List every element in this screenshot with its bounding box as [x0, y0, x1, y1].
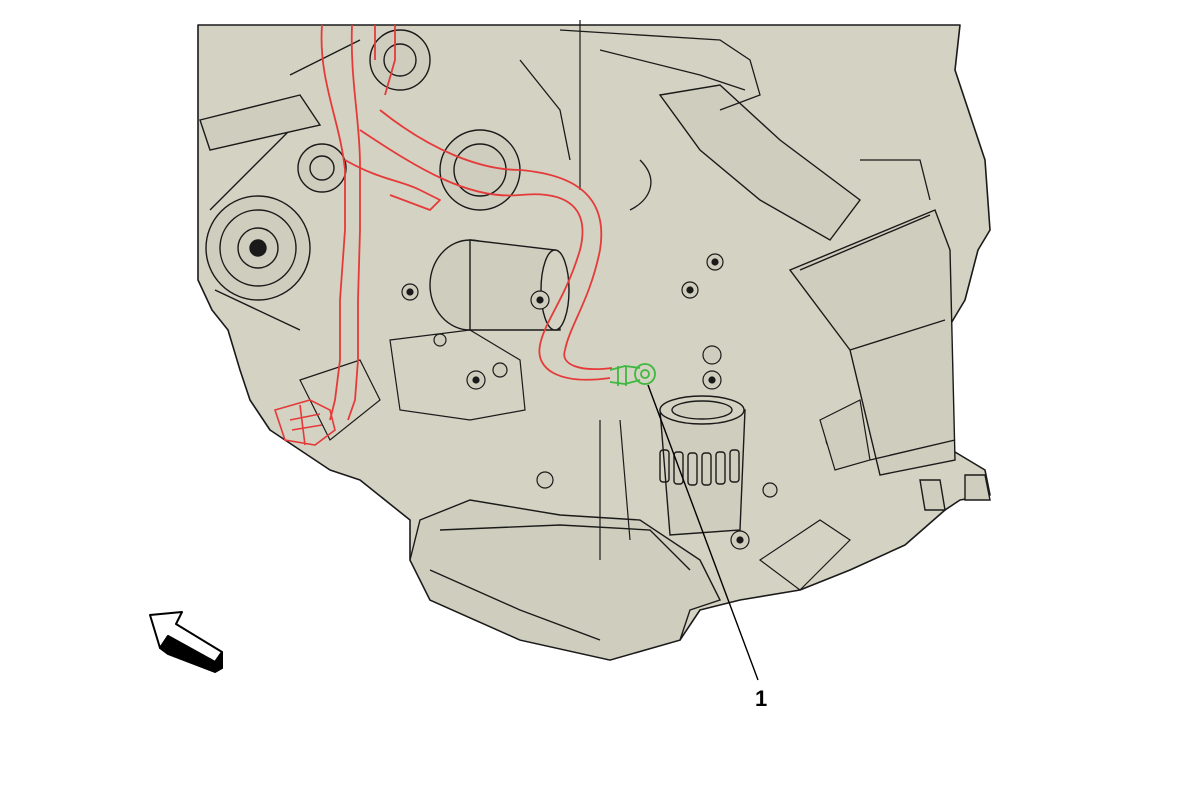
oil-filter: [659, 395, 746, 536]
starter-motor: [429, 239, 570, 331]
pulley-assembly: [199, 29, 521, 331]
upper-lines: [519, 29, 931, 211]
exhaust-manifold: [658, 84, 991, 511]
forward-arrow-icon: [149, 611, 223, 673]
harness-connector: [273, 399, 336, 446]
wiring-harness: [320, 24, 613, 421]
oil-pan: [409, 499, 721, 661]
ground-terminal: [609, 363, 656, 386]
callout-leader-line: [647, 384, 759, 681]
callout-label-1: 1: [755, 686, 768, 711]
block-details: [299, 20, 871, 591]
engine-assembly: [197, 20, 991, 661]
